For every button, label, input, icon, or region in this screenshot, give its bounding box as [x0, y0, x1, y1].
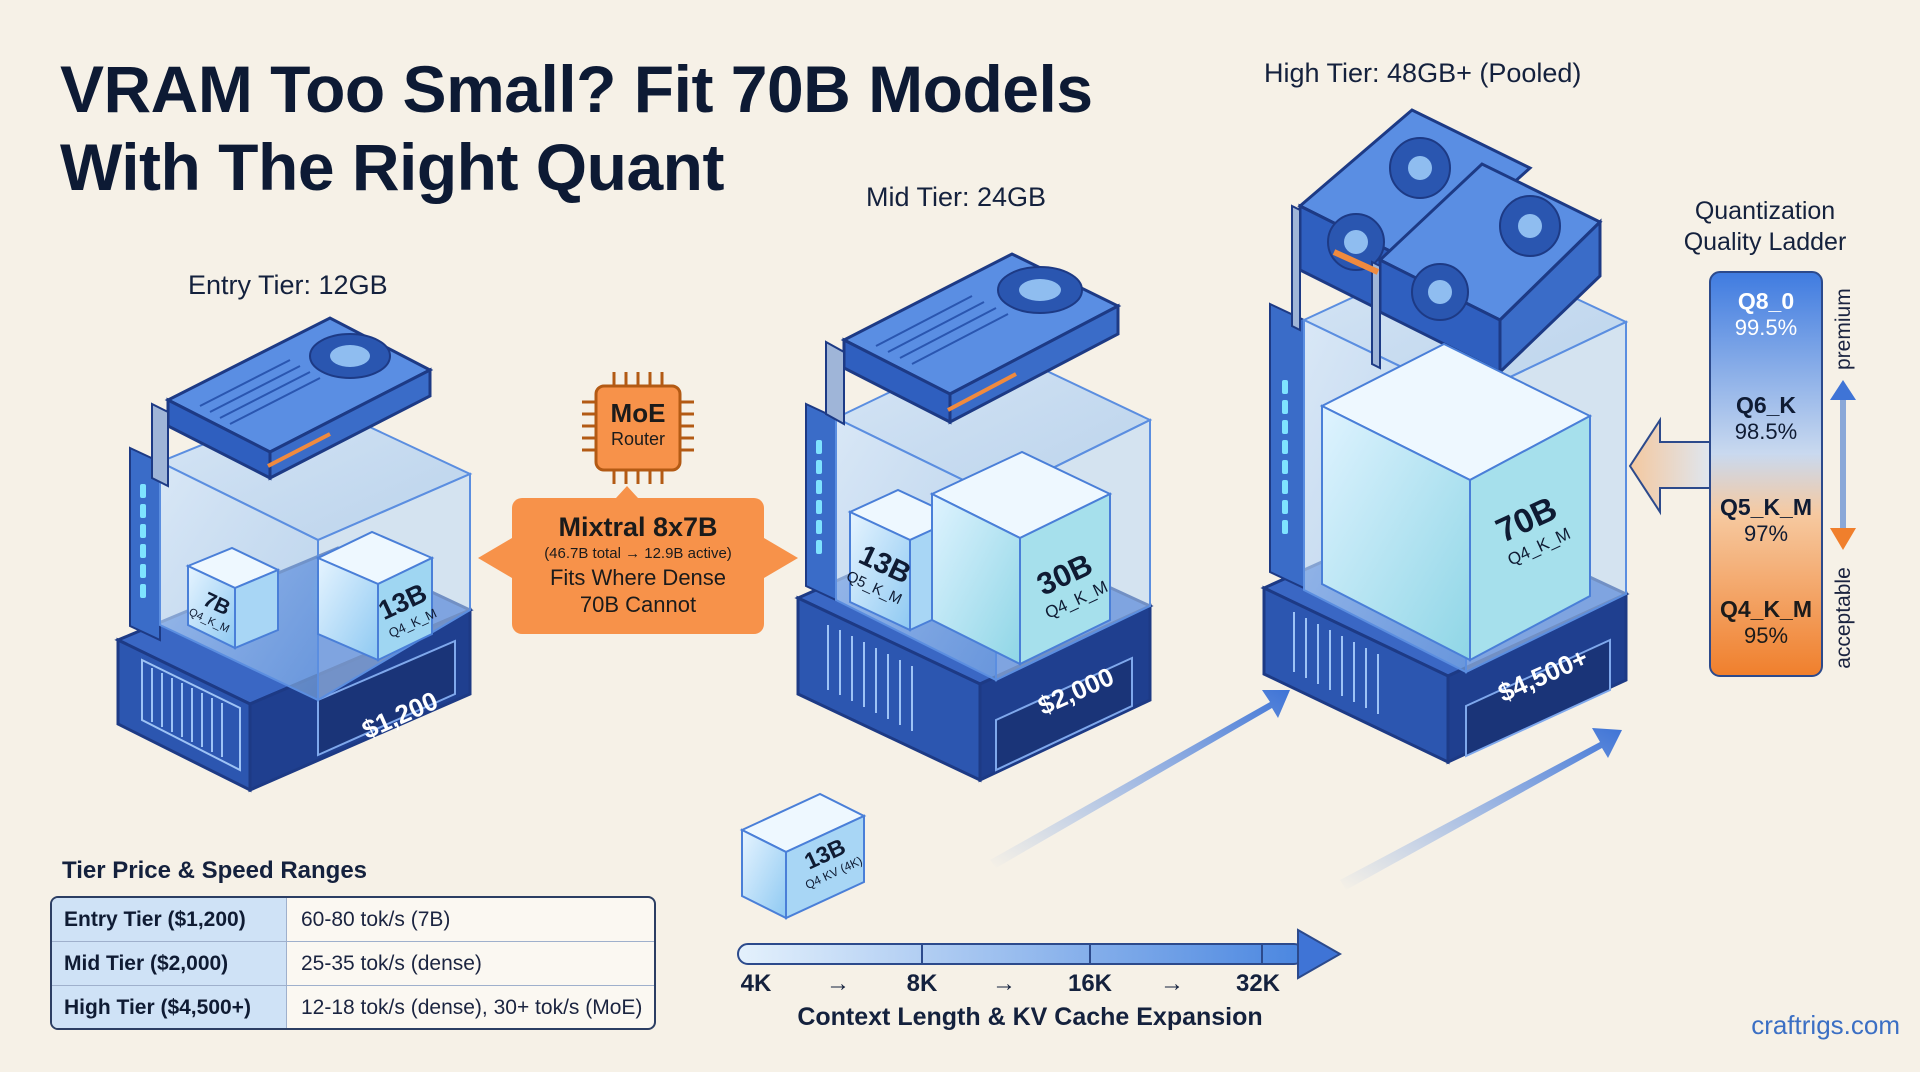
mid-gpu-card [825, 252, 1122, 426]
context-kv-cube [739, 792, 867, 920]
context-arrow-2: → [992, 970, 1016, 997]
ladder-level-q4: Q4_K_M 95% [1719, 596, 1813, 648]
table-row: Entry Tier ($1,200) 60-80 tok/s (7B) [52, 898, 654, 942]
table-row: Mid Tier ($2,000) 25-35 tok/s (dense) [52, 942, 654, 986]
ladder-premium-label: premium [1832, 288, 1855, 370]
quality-ladder-bar [1628, 271, 1856, 677]
ladder-acceptable-label: acceptable [1832, 567, 1855, 669]
entry-tier-label: Entry Tier: 12GB [188, 270, 388, 300]
moe-chip-text: MoE Router [610, 398, 666, 449]
entry-cube-7b [185, 546, 281, 650]
moe-model-name: Mixtral 8x7B [558, 512, 718, 542]
context-arrow-3: → [1160, 970, 1184, 997]
brand-link[interactable]: craftrigs.com [1751, 1010, 1900, 1040]
context-length-bar [737, 928, 1343, 980]
table-speed-cell: 12-18 tok/s (dense), 30+ tok/s (MoE) [301, 996, 643, 1019]
table-row: High Tier ($4,500+) 12-18 tok/s (dense),… [52, 986, 654, 1028]
ladder-level-q8: Q8_0 99.5% [1734, 288, 1798, 340]
high-gpu-card-front [1332, 162, 1603, 376]
mid-cube-30b [929, 450, 1113, 666]
context-label-16k: 16K [1067, 970, 1113, 997]
context-label-8k: 8K [906, 970, 938, 997]
high-tier-label: High Tier: 48GB+ (Pooled) [1264, 58, 1582, 88]
context-title: Context Length & KV Cache Expansion [797, 1003, 1263, 1031]
title-line-1: VRAM Too Small? Fit 70B Models [60, 52, 1093, 126]
scaling-arrows [990, 690, 1622, 890]
entry-cube-13b [315, 530, 435, 662]
entry-gpu-card [151, 316, 434, 488]
tier-table: Entry Tier ($1,200) 60-80 tok/s (7B) Mid… [50, 896, 656, 1030]
high-cube-70b [1319, 342, 1593, 662]
table-speed-cell: 60-80 tok/s (7B) [301, 908, 451, 931]
table-speed-cell: 25-35 tok/s (dense) [301, 952, 482, 975]
ladder-level-q6: Q6_K 98.5% [1734, 392, 1798, 444]
mid-tier-label: Mid Tier: 24GB [866, 182, 1047, 212]
table-tier-cell: High Tier ($4,500+) [52, 986, 287, 1028]
title-line-2: With The Right Quant [60, 130, 724, 204]
page-title: VRAM Too Small? Fit 70B Models With The … [60, 50, 1110, 206]
table-tier-cell: Entry Tier ($1,200) [52, 898, 287, 941]
context-label-32k: 32K [1235, 970, 1281, 997]
moe-callout-box [478, 486, 798, 634]
high-tier-machine [1260, 108, 1630, 765]
moe-params: (46.7B total → 12.9B active) [544, 545, 732, 562]
moe-callout-text: Mixtral 8x7B (46.7B total → 12.9B active… [512, 510, 764, 618]
ladder-level-q5: Q5_K_M 97% [1719, 494, 1813, 546]
table-tier-cell: Mid Tier ($2,000) [52, 942, 287, 985]
table-title: Tier Price & Speed Ranges [62, 857, 368, 884]
context-label-4k: 4K [740, 970, 772, 997]
context-arrow-1: → [826, 970, 850, 997]
ladder-title: Quantization Quality Ladder [1683, 197, 1847, 256]
moe-router-chip [582, 372, 694, 484]
